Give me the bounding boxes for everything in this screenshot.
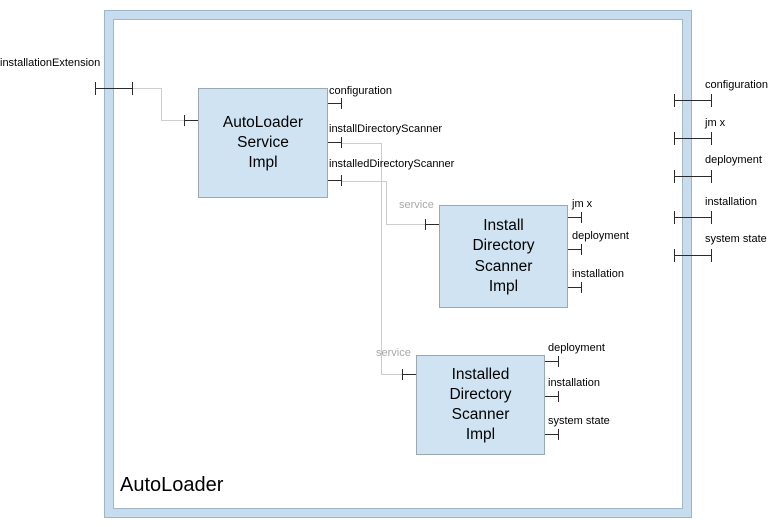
component-installed-directory-scanner-impl[interactable]: Installed Directory Scanner Impl xyxy=(416,355,545,455)
boundary-port-installation-extension[interactable] xyxy=(95,82,133,95)
port-install-directory-scanner-service[interactable] xyxy=(425,219,439,230)
connector-installscanner-h1 xyxy=(342,181,387,182)
port-install-directory-scanner-deployment[interactable] xyxy=(568,244,582,255)
port-label-install-directory-scanner: installDirectoryScanner xyxy=(329,123,443,135)
diagram-title: AutoLoader xyxy=(120,474,224,496)
connector-extension-h1 xyxy=(133,88,162,89)
boundary-port-label-installation: installation xyxy=(705,196,757,208)
connector-installedscanner-h2 xyxy=(381,374,407,375)
port-label-installed-deployment: deployment xyxy=(548,342,605,354)
boundary-port-label-deployment: deployment xyxy=(705,154,762,166)
port-install-directory-scanner-installation[interactable] xyxy=(568,282,582,293)
connector-installscanner-h2 xyxy=(386,224,430,225)
port-label-configuration: configuration xyxy=(329,85,392,97)
connector-installedscanner-v1 xyxy=(381,143,382,375)
port-installed-directory-scanner-deployment[interactable] xyxy=(545,356,559,367)
port-autoloader-installed-directory-scanner[interactable] xyxy=(328,175,342,186)
boundary-port-label-systemstate: system state xyxy=(705,233,767,245)
boundary-port-deployment[interactable] xyxy=(674,170,712,183)
port-label-installed-service: service xyxy=(376,347,411,359)
boundary-port-jmx[interactable] xyxy=(674,132,712,145)
connector-installscanner-v1 xyxy=(386,181,387,224)
port-label-install-jmx: jm x xyxy=(572,198,593,210)
port-label-installed-systemstate: system state xyxy=(548,415,610,427)
component-install-directory-scanner-impl[interactable]: Install Directory Scanner Impl xyxy=(439,205,568,308)
boundary-port-systemstate[interactable] xyxy=(674,249,712,262)
port-installed-directory-scanner-systemstate[interactable] xyxy=(545,429,559,440)
port-install-directory-scanner-jmx[interactable] xyxy=(568,212,582,223)
port-installed-directory-scanner-service[interactable] xyxy=(402,369,416,380)
boundary-port-installation[interactable] xyxy=(674,211,712,224)
port-autoloader-service-impl-in[interactable] xyxy=(184,115,198,126)
component-autoloader-service-impl[interactable]: AutoLoader Service Impl xyxy=(198,88,328,198)
boundary-port-label-jmx: jm x xyxy=(705,117,726,129)
boundary-port-label-configuration: configuration xyxy=(705,79,768,91)
connector-installedscanner-h1 xyxy=(342,143,382,144)
port-label-install-deployment: deployment xyxy=(572,230,629,242)
port-label-installed-installation: installation xyxy=(548,377,600,389)
connector-extension-h2 xyxy=(161,120,190,121)
connector-extension-v1 xyxy=(161,88,162,121)
boundary-port-label-installation-extension: installationExtension xyxy=(0,57,101,69)
port-label-install-installation: installation xyxy=(572,268,624,280)
port-installed-directory-scanner-installation[interactable] xyxy=(545,391,559,402)
port-label-install-service: service xyxy=(399,199,434,211)
port-autoloader-install-directory-scanner[interactable] xyxy=(328,137,342,148)
port-autoloader-configuration[interactable] xyxy=(328,98,342,109)
boundary-port-configuration[interactable] xyxy=(674,94,712,107)
port-label-installed-directory-scanner: installedDirectoryScanner xyxy=(329,158,455,170)
